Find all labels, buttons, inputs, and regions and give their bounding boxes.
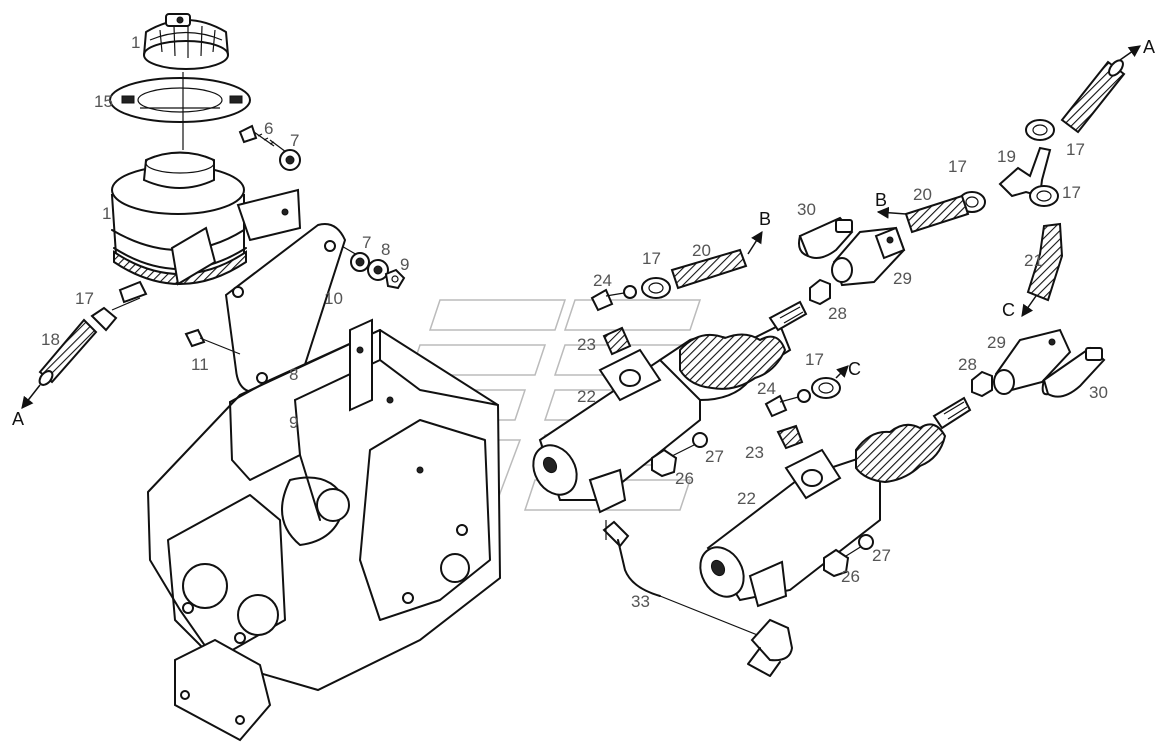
connector-b-mid: B (759, 209, 771, 229)
callout-24-upper: 24 (593, 271, 612, 290)
arrow-c-right (1021, 295, 1037, 317)
reservoir-cap (143, 13, 229, 70)
washer-7a (279, 149, 301, 171)
brake-pipe-33 (602, 520, 794, 677)
clip-30-lower (1041, 346, 1106, 398)
bolt-26-27-upper (651, 432, 708, 478)
hose-18-right (1060, 59, 1126, 134)
callout-17-tee-right: 17 (1062, 183, 1081, 202)
connector-c-mid: C (848, 359, 861, 379)
callout-17-tee-left: 17 (948, 157, 967, 176)
callout-7-mid: 7 (362, 233, 371, 252)
arrow-b-mid (747, 230, 763, 255)
tee-19 (998, 119, 1059, 207)
callout-24-lower: 24 (757, 379, 776, 398)
callout-33: 33 (631, 592, 650, 611)
callout-labels: 1 15 6 7 1 7 8 9 10 17 18 11 8 9 30 17 2… (41, 33, 1108, 611)
callout-10: 10 (324, 289, 343, 308)
clevis-29-lower (993, 328, 1072, 395)
nut-28-upper (809, 278, 831, 306)
callout-29-lower: 29 (987, 333, 1006, 352)
pedal-frame (146, 318, 502, 742)
master-cylinder-lower (699, 396, 972, 608)
callout-17-mid-upper: 17 (642, 249, 661, 268)
callout-28-upper: 28 (828, 304, 847, 323)
callout-27-lower: 27 (872, 546, 891, 565)
callout-17-mid-lower: 17 (805, 350, 824, 369)
hose-18-left (38, 306, 118, 386)
arrow-a-bottom (21, 384, 41, 409)
callout-1-cap: 1 (131, 33, 140, 52)
hose-20-right (904, 194, 970, 234)
reservoir-gasket (109, 77, 251, 123)
fittings-23-24-lower (764, 389, 811, 450)
washers-7-8-9 (350, 252, 406, 290)
callout-17-left: 17 (75, 289, 94, 308)
callout-30-upper: 30 (797, 200, 816, 219)
clamp-17-mid-upper (641, 277, 671, 299)
callout-22-lower: 22 (737, 489, 756, 508)
callout-26-lower: 26 (841, 567, 860, 586)
bolt-11 (184, 328, 241, 355)
connector-a-bottom: A (12, 409, 24, 429)
callout-17-top-right: 17 (1066, 140, 1085, 159)
callout-20-mid: 20 (692, 241, 711, 260)
reservoir-body (110, 151, 302, 304)
arrow-b-right (876, 206, 907, 219)
callout-19: 19 (997, 147, 1016, 166)
connector-letters: A A B B C C (12, 37, 1155, 429)
hose-20-mid (670, 248, 748, 290)
callout-11: 11 (191, 355, 209, 374)
callout-23-upper: 23 (577, 335, 596, 354)
connector-b-right: B (875, 190, 887, 210)
connector-a-top: A (1143, 37, 1155, 57)
bolt-26-27-lower (823, 534, 874, 578)
callout-9-mid: 9 (400, 255, 409, 274)
callout-15: 15 (94, 92, 113, 111)
fittings-23-24-upper (590, 285, 637, 356)
callout-1-body: 1 (102, 204, 111, 223)
nut-28-lower (971, 370, 993, 398)
bolt-6 (238, 124, 275, 147)
master-cylinder-upper (532, 300, 808, 514)
callout-20-right: 20 (913, 185, 932, 204)
clamp-17-mid-lower (811, 377, 841, 399)
callout-18: 18 (41, 330, 60, 349)
callout-6: 6 (264, 119, 273, 138)
callout-26-upper: 26 (675, 469, 694, 488)
callout-30-lower: 30 (1089, 383, 1108, 402)
clip-30-upper (798, 216, 854, 259)
callout-8-lower: 8 (289, 365, 298, 384)
callout-7-top: 7 (290, 131, 299, 150)
callout-9-lower: 9 (289, 413, 298, 432)
arrow-a-top (1119, 45, 1141, 61)
callout-23-lower: 23 (745, 443, 764, 462)
arrow-c-mid (835, 365, 849, 379)
callout-28-lower: 28 (958, 355, 977, 374)
callout-29-upper: 29 (893, 269, 912, 288)
clevis-29-upper (831, 226, 906, 287)
callout-21: 21 (1024, 251, 1043, 270)
callout-8-mid: 8 (381, 240, 390, 259)
callout-27-upper: 27 (705, 447, 724, 466)
callout-22-upper: 22 (577, 387, 596, 406)
connector-c-right: C (1002, 300, 1015, 320)
hose-21 (1026, 222, 1064, 302)
